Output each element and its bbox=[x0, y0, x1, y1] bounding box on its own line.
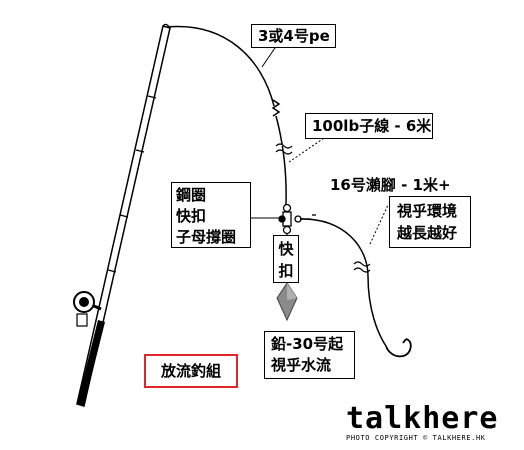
leader-line bbox=[275, 115, 287, 206]
environment-label-line: 越長越好 bbox=[397, 224, 458, 242]
swivel-label: 鋼圈 快扣 子母撐圈 bbox=[171, 182, 251, 248]
leader-label: 100lb子線 - 6米 bbox=[305, 113, 433, 139]
swivel-label-line: 子母撐圈 bbox=[176, 228, 237, 246]
pe-line-label: 3或4号pe bbox=[251, 24, 336, 48]
environment-label-line: 視乎環境 bbox=[397, 202, 458, 220]
fishing-rod bbox=[76, 23, 171, 407]
swivel-label-line: 快扣 bbox=[176, 207, 207, 225]
sinker-label-line: 視乎水流 bbox=[271, 356, 332, 374]
hook-icon bbox=[385, 338, 412, 358]
snap-label-line: 快 bbox=[278, 240, 294, 258]
sinker-icon bbox=[276, 282, 298, 322]
snap-label: 快 扣 bbox=[273, 235, 299, 283]
sinker-label-line: 鉛-30号起 bbox=[271, 335, 344, 353]
watermark-credit: PHOTO COPYRIGHT © TALKHERE.HK bbox=[346, 434, 486, 442]
break-mark bbox=[275, 143, 293, 155]
pointer-lines bbox=[243, 44, 389, 245]
snap-label-line: 扣 bbox=[278, 262, 294, 280]
reel bbox=[73, 291, 102, 327]
rig-name-label: 放流釣組 bbox=[144, 354, 238, 388]
tippet-label: 16号瀨腳 - 1米+ bbox=[330, 176, 451, 194]
line-knot bbox=[271, 99, 281, 117]
watermark-logo: talkhere bbox=[346, 401, 499, 436]
main-pe-line bbox=[166, 25, 275, 107]
sinker-label: 鉛-30号起 視乎水流 bbox=[264, 331, 355, 379]
environment-label: 視乎環境 越長越好 bbox=[389, 196, 471, 248]
swivel-label-line: 鋼圈 bbox=[176, 186, 207, 204]
tippet-line bbox=[299, 218, 387, 347]
watermark: talkhere PHOTO COPYRIGHT © TALKHERE.HK bbox=[346, 404, 516, 446]
